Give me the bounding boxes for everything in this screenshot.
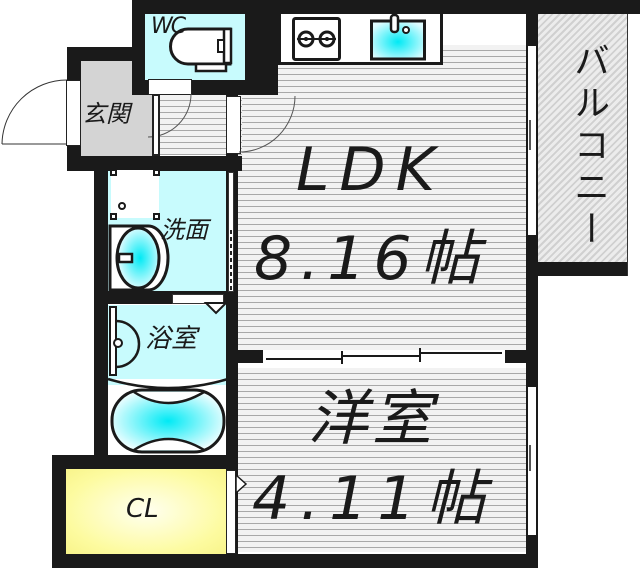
ldk-name: LDK [296,135,445,205]
washing-machine-space [111,170,159,218]
western-room-size: 4.11帖 [252,464,496,534]
washroom-door-dash [230,230,232,290]
partition-opening [263,350,505,367]
partition-sliding-door[interactable] [262,348,506,368]
bathroom-vent-icon [203,302,229,315]
wall-kitchen-left-top [265,0,278,92]
western-room-floor [238,368,526,552]
wall-top [132,0,640,14]
western-window-mid [529,445,531,471]
ldk-size: 8.16帖 [254,224,488,294]
entrance-step-post [152,94,160,156]
bathroom-label: 浴室 [145,324,198,354]
wall-wet-left [94,156,108,466]
western-room-name: 洋室 [308,384,436,454]
wall-entrance-top [67,47,145,61]
front-door-swing[interactable] [0,78,80,148]
wall-entrance-bottom [67,156,242,171]
partition-stub-left [238,350,263,363]
bathroom-floor [108,305,228,385]
front-door[interactable] [66,80,81,146]
balcony-floor [537,14,627,262]
bathroom-door-panel[interactable] [172,294,224,304]
ldk-door-swing [238,95,296,153]
shower-icon [107,306,229,390]
washing-machine-pan-icon [110,169,160,220]
washroom-label: 洗面 [160,216,208,244]
closet-floor [66,468,226,554]
washbasin-icon [108,224,170,292]
closet-label: CL [126,494,159,524]
ldk-door[interactable] [226,96,241,154]
wall-closet-left [52,455,66,568]
wall-bottom [52,554,538,568]
bathtub-icon [110,388,226,454]
entrance-label: 玄関 [82,100,130,128]
balcony-label: バルコニー [568,42,609,252]
ldk-window-mid [529,120,531,150]
ldk-window[interactable] [526,44,538,237]
closet-door-marker [235,473,248,495]
wc-door[interactable] [148,79,192,95]
partition-stub-right [505,350,526,363]
wc-label: WC [151,14,186,39]
wall-bath-bottom [52,455,238,469]
ldk-floor [238,45,526,355]
wall-balcony-bottom [526,262,640,276]
stove-icon [292,17,341,61]
western-window[interactable] [526,385,538,537]
toilet-icon [169,27,233,73]
kitchen-sink-icon [370,13,426,61]
closet-door[interactable] [226,470,236,554]
balcony-rail [627,14,640,276]
